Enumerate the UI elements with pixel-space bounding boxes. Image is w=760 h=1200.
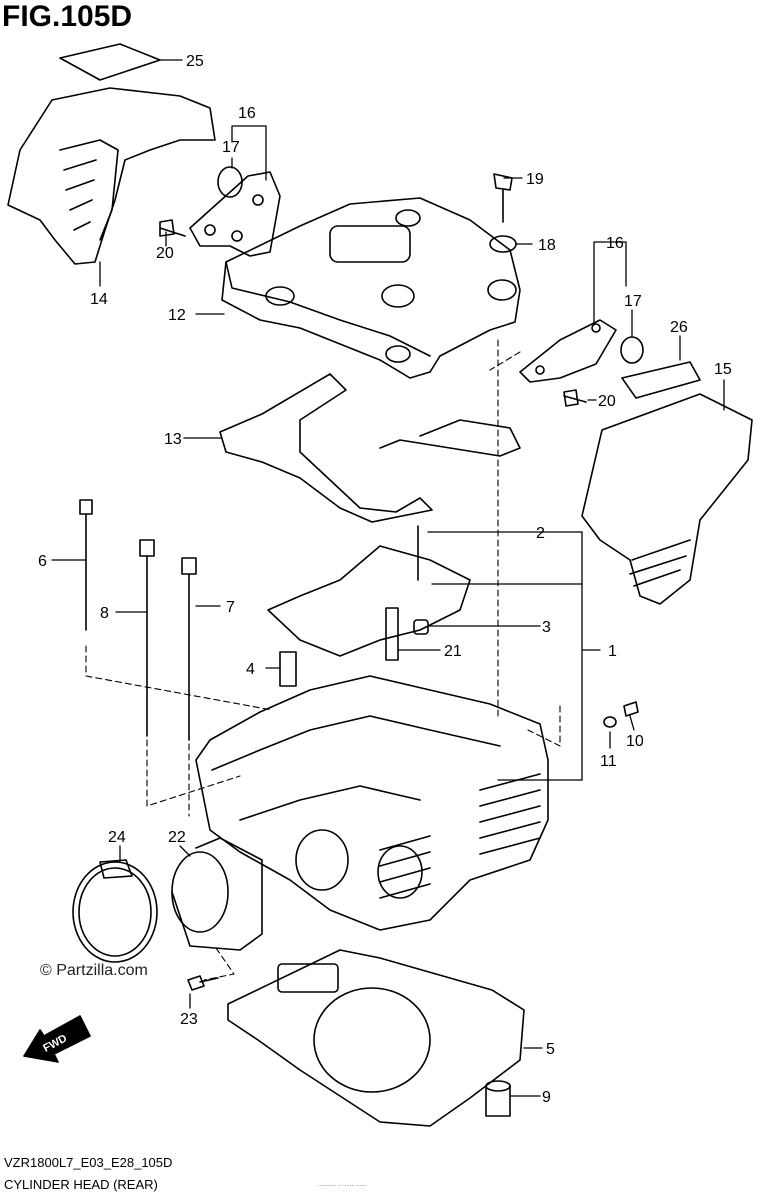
part-cylinder-head-1 [195, 675, 549, 931]
part-clamp-24 [72, 859, 158, 963]
part-dowel-3 [413, 619, 429, 635]
callout-20-left: 20 [156, 245, 174, 262]
callout-15: 15 [714, 361, 732, 378]
callout-12: 12 [168, 307, 186, 324]
callout-21: 21 [444, 643, 462, 660]
callout-4: 4 [246, 661, 255, 678]
part-bracket-16-left [189, 171, 281, 257]
callout-3: 3 [542, 619, 551, 636]
part-cam-holder [267, 545, 471, 657]
part-gasket-13 [219, 373, 521, 523]
fwd-arrow-icon [23, 1015, 91, 1063]
part-bolt-8 [139, 539, 155, 737]
part-bolt-19 [493, 173, 513, 223]
part-pad-26 [621, 361, 701, 399]
part-intake-22 [171, 837, 263, 951]
part-cover-15 [581, 393, 753, 605]
callout-11: 11 [600, 753, 617, 770]
part-bracket-16-right [519, 319, 617, 383]
callout-25: 25 [186, 53, 204, 70]
part-pad-25 [59, 43, 161, 81]
callout-numbers: 25 16 17 19 18 16 20 14 17 12 26 15 20 1… [38, 53, 732, 1106]
callout-5: 5 [546, 1041, 555, 1058]
part-gasket-5 [227, 949, 525, 1127]
hidden-lines [85, 339, 561, 981]
callout-18: 18 [538, 237, 556, 254]
part-grommet-17-left [217, 166, 243, 198]
callout-7: 7 [226, 599, 235, 616]
figure-title: FIG.105D [2, 0, 133, 33]
leader-lines [51, 59, 725, 1097]
callout-23: 23 [180, 1011, 198, 1028]
part-head-cover-12 [221, 197, 521, 379]
figure-code: VZR1800L7_E03_E28_105D [4, 1155, 173, 1170]
part-bolt-10 [623, 701, 639, 717]
part-dowel-4 [279, 651, 297, 687]
callout-19: 19 [526, 171, 544, 188]
callout-20-right: 20 [598, 393, 616, 410]
part-bolt-7 [181, 557, 197, 741]
callout-22: 22 [168, 829, 186, 846]
callout-6: 6 [38, 553, 47, 570]
callout-9: 9 [542, 1089, 551, 1106]
copyright-credit: © Partzilla.com [40, 962, 148, 979]
callout-16-right: 16 [606, 235, 624, 252]
part-cover-14 [7, 87, 216, 265]
callout-26: 26 [670, 319, 688, 336]
fine-print: ........... .. ....... ...... [318, 1182, 367, 1188]
callout-16-left: 16 [238, 105, 256, 122]
callout-1: 1 [608, 643, 617, 660]
part-bolt-20-right [563, 389, 587, 407]
figure-name: CYLINDER HEAD (REAR) [4, 1177, 158, 1192]
part-screw-23 [187, 975, 219, 991]
callout-8: 8 [100, 605, 109, 622]
callout-14: 14 [90, 291, 108, 308]
callout-17-left: 17 [222, 139, 240, 156]
part-dowel-9 [485, 1080, 511, 1117]
callout-13: 13 [164, 431, 182, 448]
callout-10: 10 [626, 733, 644, 750]
callout-17-right: 17 [624, 293, 642, 310]
part-plug-21 [385, 607, 399, 661]
part-bolt-20-left [159, 219, 186, 237]
callout-24: 24 [108, 829, 126, 846]
part-grommet-17-right [620, 336, 644, 364]
callout-2: 2 [536, 525, 545, 542]
part-bolt-6 [79, 499, 93, 631]
part-washer-11 [603, 716, 617, 728]
